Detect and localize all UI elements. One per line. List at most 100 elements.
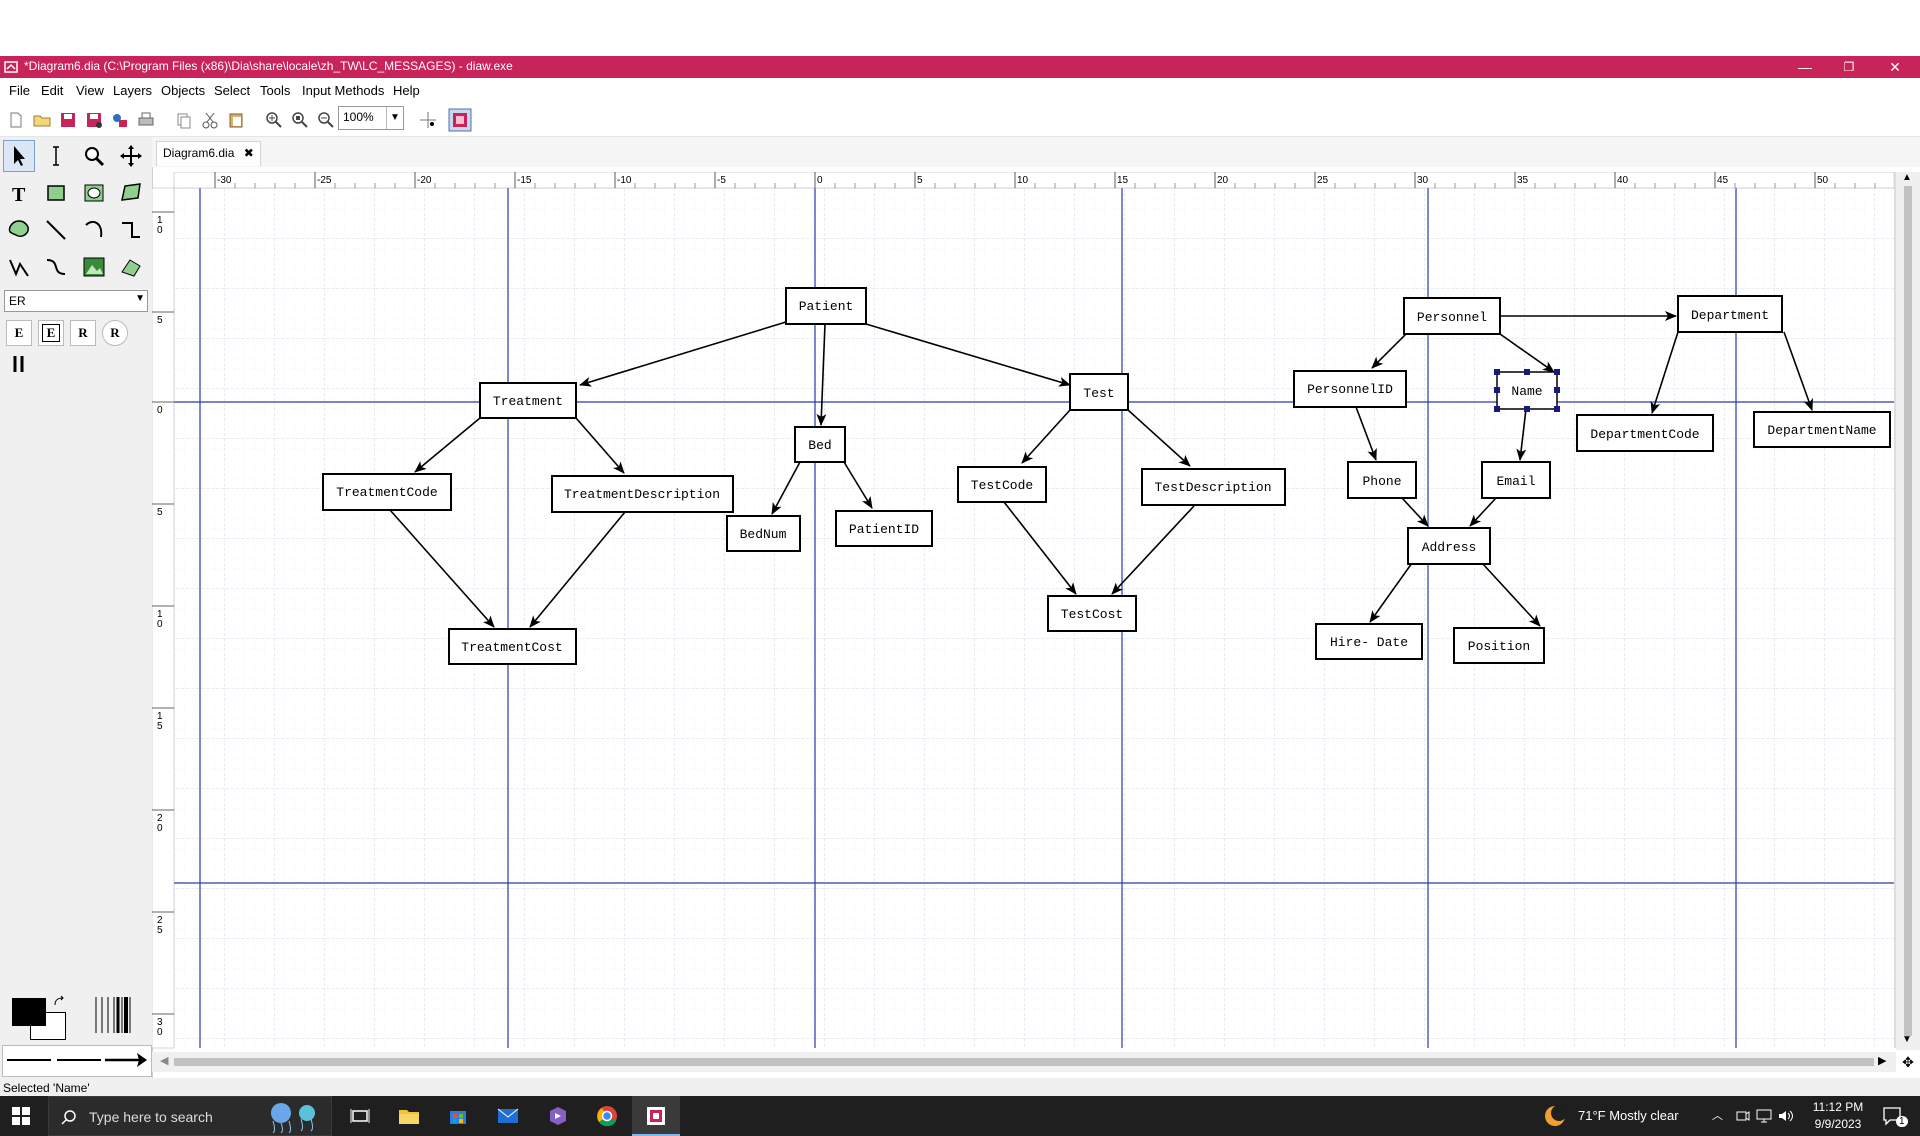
menu-help[interactable]: Help: [393, 83, 420, 98]
box-tool[interactable]: [40, 177, 72, 209]
entity-departmentname[interactable]: DepartmentName: [1753, 411, 1891, 448]
menu-select[interactable]: Select: [214, 83, 251, 98]
clock-date[interactable]: 9/9/2023: [1814, 1117, 1862, 1131]
zoom-fit-icon[interactable]: [290, 110, 310, 130]
print-icon[interactable]: [136, 110, 156, 130]
pointer-tool[interactable]: [3, 140, 35, 172]
save-icon[interactable]: [58, 110, 78, 130]
vertical-scrollbar[interactable]: [1894, 172, 1896, 1048]
er-weak-entity-tool[interactable]: E: [38, 320, 64, 346]
file-explorer-icon[interactable]: [398, 1106, 420, 1126]
scroll-left-icon[interactable]: ◀: [160, 1055, 169, 1067]
new-file-icon[interactable]: [6, 110, 26, 130]
taskbar-search-box[interactable]: Type here to search: [48, 1096, 332, 1136]
close-tab-icon[interactable]: ✖: [243, 146, 254, 160]
close-window-button[interactable]: ✕: [1889, 59, 1901, 75]
swap-colors-icon[interactable]: [52, 995, 66, 1009]
arc-tool[interactable]: [78, 214, 110, 246]
line-style-icon[interactable]: [55, 1050, 103, 1070]
clock-time[interactable]: 11:12 PM: [1812, 1100, 1864, 1114]
menu-tools[interactable]: Tools: [260, 83, 291, 98]
er-relationship-tool[interactable]: R: [70, 320, 96, 346]
menu-objects[interactable]: Objects: [161, 83, 206, 98]
scroll-tool[interactable]: [115, 140, 147, 172]
zoom-in-icon[interactable]: [264, 110, 284, 130]
copy-icon[interactable]: [174, 110, 194, 130]
weather-text[interactable]: 71°F Mostly clear: [1578, 1108, 1679, 1123]
save-as-icon[interactable]: [84, 110, 104, 130]
windows-start-icon[interactable]: [12, 1107, 30, 1125]
task-view-icon[interactable]: [350, 1106, 370, 1126]
weather-moon-icon[interactable]: [1543, 1104, 1567, 1128]
tray-overflow-chevron-icon[interactable]: ︿: [1712, 1110, 1723, 1122]
scroll-up-icon[interactable]: ▲: [1902, 172, 1912, 183]
chrome-icon[interactable]: [596, 1105, 618, 1127]
line-tool[interactable]: [40, 214, 72, 246]
ellipse-tool[interactable]: [78, 177, 110, 209]
selection-handles[interactable]: [1494, 369, 1560, 412]
end-arrow-icon[interactable]: [103, 1050, 149, 1070]
bezier-tool[interactable]: [40, 251, 72, 283]
vertical-scrollbar-track[interactable]: ▲ ▼: [1896, 172, 1920, 1050]
image-tool[interactable]: [78, 251, 110, 283]
entity-testcode[interactable]: TestCode: [957, 466, 1047, 503]
entity-bednum[interactable]: BedNum: [726, 515, 801, 552]
chevron-down-icon[interactable]: ▼: [386, 107, 403, 129]
restore-button[interactable]: ❐: [1843, 60, 1855, 74]
snap-to-grid-icon[interactable]: [418, 110, 438, 130]
menu-file[interactable]: File: [9, 83, 30, 98]
meet-now-icon[interactable]: [1736, 1109, 1750, 1123]
notification-center-icon[interactable]: [1882, 1106, 1904, 1126]
entity-patient[interactable]: Patient: [785, 287, 867, 325]
entity-departmentcode[interactable]: DepartmentCode: [1576, 414, 1714, 452]
horizontal-scrollbar-thumb[interactable]: [174, 1058, 1874, 1066]
cut-icon[interactable]: [200, 110, 220, 130]
tab-diagram6[interactable]: Diagram6.dia ✖: [156, 141, 261, 166]
entity-treatmentdescription[interactable]: TreatmentDescription: [551, 475, 734, 513]
entity-personnelid[interactable]: PersonnelID: [1293, 370, 1407, 408]
text-edit-tool[interactable]: [40, 140, 72, 172]
entity-phone[interactable]: Phone: [1347, 461, 1417, 499]
polyline-tool[interactable]: [3, 251, 35, 283]
entity-patientid[interactable]: PatientID: [835, 510, 933, 547]
export-icon[interactable]: [110, 110, 130, 130]
menu-layers[interactable]: Layers: [113, 83, 153, 98]
polygon-tool[interactable]: [115, 177, 147, 209]
visual-studio-icon[interactable]: [547, 1105, 569, 1127]
outline-tool[interactable]: [115, 251, 147, 283]
entity-email[interactable]: Email: [1481, 461, 1551, 499]
entity-name-selected[interactable]: Name: [1494, 369, 1560, 412]
menu-view[interactable]: View: [76, 83, 104, 98]
entity-treatmentcode[interactable]: TreatmentCode: [322, 473, 452, 511]
microsoft-store-icon[interactable]: [448, 1106, 468, 1126]
entity-treatment[interactable]: Treatment: [479, 382, 577, 419]
er-participation-tool[interactable]: [6, 351, 32, 377]
minimize-button[interactable]: —: [1798, 59, 1812, 75]
entity-treatmentcost[interactable]: TreatmentCost: [448, 628, 577, 665]
text-tool[interactable]: T: [3, 177, 35, 209]
mail-icon[interactable]: [497, 1106, 519, 1126]
open-folder-icon[interactable]: [32, 110, 52, 130]
navigation-cross-icon[interactable]: ✥: [1902, 1054, 1914, 1070]
entity-bed[interactable]: Bed: [794, 426, 846, 463]
menu-edit[interactable]: Edit: [41, 83, 64, 98]
object-snap-icon[interactable]: [448, 108, 472, 132]
vertical-scrollbar-thumb[interactable]: [1904, 186, 1912, 1036]
line-width-icon[interactable]: [92, 995, 138, 1035]
zoom-out-icon[interactable]: [316, 110, 336, 130]
er-attribute-tool[interactable]: R: [102, 320, 128, 346]
paste-icon[interactable]: [226, 110, 246, 130]
network-icon[interactable]: [1756, 1109, 1772, 1123]
entity-testdescription[interactable]: TestDescription: [1141, 468, 1286, 506]
er-entity-tool[interactable]: E: [6, 320, 32, 346]
magnify-tool[interactable]: [78, 140, 110, 172]
chevron-down-icon[interactable]: ▼: [135, 293, 145, 304]
start-arrow-icon[interactable]: [5, 1050, 53, 1070]
scroll-right-icon[interactable]: ▶: [1878, 1055, 1887, 1067]
entity-address[interactable]: Address: [1407, 527, 1491, 565]
beziergon-tool[interactable]: [3, 214, 35, 246]
zigzag-tool[interactable]: [115, 214, 147, 246]
menu-input-methods[interactable]: Input Methods: [302, 83, 385, 98]
zoom-combobox[interactable]: 100% ▼: [338, 106, 404, 130]
